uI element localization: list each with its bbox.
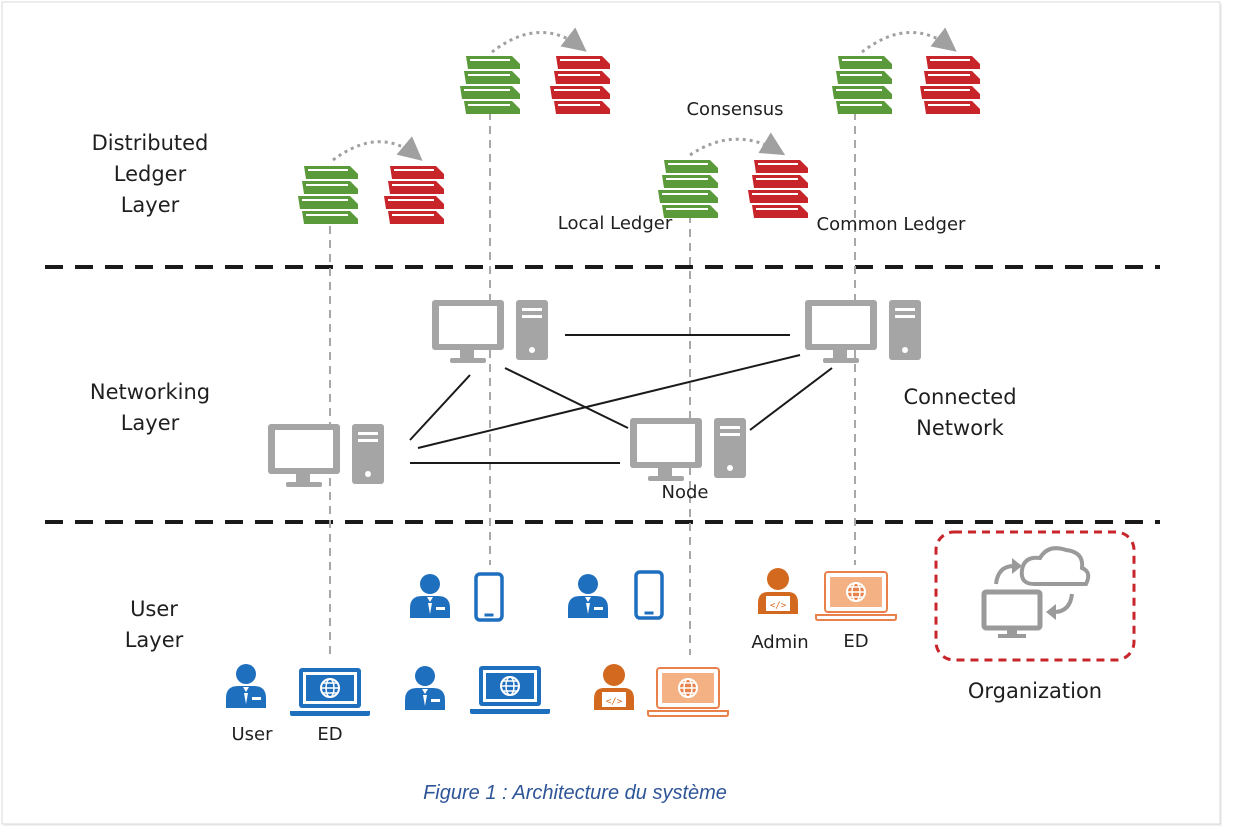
- network-label-line: Network: [916, 416, 1004, 440]
- connected-network-label: Connected Network: [880, 382, 1040, 444]
- network-label-line: Connected: [903, 385, 1017, 409]
- admin-label: Admin: [751, 632, 809, 653]
- node-label: Node: [661, 482, 709, 503]
- layer-label-line: Ledger: [113, 162, 187, 186]
- ledger-pair-4: [831, 27, 981, 115]
- distributed-ledger-layer-label: Distributed Ledger Layer: [60, 128, 240, 221]
- organization-box: [934, 530, 1136, 662]
- laptop-icon: [815, 571, 897, 621]
- layer-label-line: Layer: [120, 193, 180, 217]
- ledger-pair-2: [459, 27, 611, 115]
- layer-label-line: Layer: [124, 628, 184, 652]
- consensus-label: Consensus: [686, 99, 784, 120]
- layer-label-line: Networking: [89, 380, 211, 404]
- ledger-pair-3: [657, 132, 809, 219]
- ledger-pair-1: [297, 136, 445, 225]
- network-links: [409, 334, 833, 464]
- laptop-icon: [290, 668, 370, 716]
- layer-label-line: Layer: [120, 411, 180, 435]
- layer-label-line: User: [130, 597, 178, 621]
- layer-label-line: Distributed: [91, 131, 209, 155]
- local-ledger-label: Local Ledger: [557, 213, 673, 234]
- user-layer-label: User Layer: [64, 594, 244, 656]
- common-ledger-label: Common Ledger: [816, 214, 966, 235]
- organization-icon: [981, 546, 1091, 638]
- user-label: User: [231, 724, 273, 745]
- figure-caption: Figure 1 : Architecture du système: [423, 782, 727, 804]
- laptop-icon: [470, 666, 550, 714]
- organization-label: Organization: [967, 679, 1103, 703]
- laptop-icon: [647, 667, 729, 717]
- ed-label: ED: [843, 631, 869, 652]
- ed-label: ED: [317, 724, 343, 745]
- networking-layer-label: Networking Layer: [60, 377, 240, 439]
